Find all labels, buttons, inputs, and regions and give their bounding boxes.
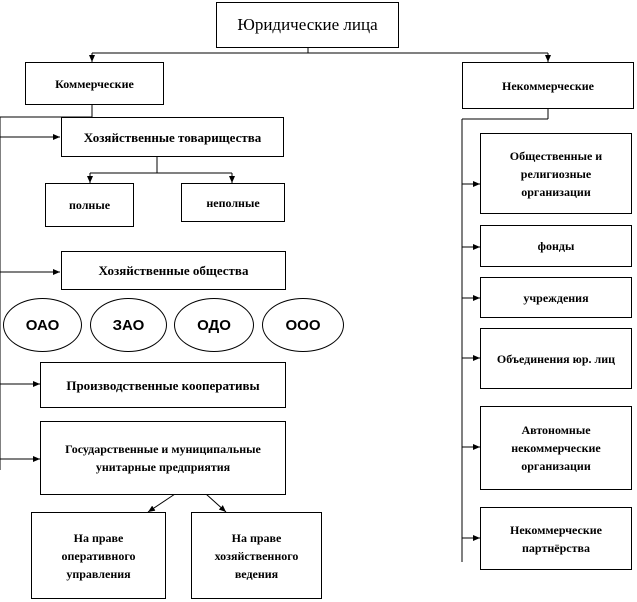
full-partnership-label: полные (68, 198, 111, 212)
commercial-label: Коммерческие (55, 76, 134, 91)
company-type-ellipse: ЗАО (90, 298, 167, 352)
companies-label: Хозяйственные общества (98, 263, 249, 278)
company-type-ellipse: ООО (262, 298, 344, 352)
noncommercial-item-label: фонды (537, 239, 575, 253)
noncommercial-item-label: Объединения юр. лиц (496, 351, 616, 366)
limited-partnership-label: неполные (206, 195, 260, 210)
company-type-ellipse: ОДО (174, 298, 254, 352)
company-type-label: ООО (285, 316, 321, 334)
noncommercial-item-label: Автономные некоммерческие организации (511, 423, 601, 473)
partnerships-node: Хозяйственные товарищества (61, 117, 284, 157)
company-type-label: ОДО (197, 316, 231, 334)
companies-node: Хозяйственные общества (61, 251, 286, 290)
noncommercial-item: Объединения юр. лиц (480, 328, 632, 389)
cooperatives-label: Производственные кооперативы (66, 377, 260, 393)
noncommercial-item: Автономные некоммерческие организации (480, 406, 632, 490)
cooperatives-node: Производственные кооперативы (40, 362, 286, 408)
root-node: Юридические лица (216, 2, 399, 48)
noncommercial-item-label: учреждения (523, 290, 589, 305)
company-type-label: ЗАО (112, 316, 145, 334)
company-type-label: ОАО (25, 316, 60, 334)
operative-management-node: На праве оперативного управления (31, 512, 166, 599)
operative-management-label: На праве оперативного управления (61, 530, 136, 581)
limited-partnership-node: неполные (181, 183, 285, 222)
noncommercial-item-label: Некоммерческие партнёрства (510, 522, 602, 555)
full-partnership-node: полные (45, 183, 134, 227)
noncommercial-item: фонды (480, 225, 632, 267)
noncommercial-item: учреждения (480, 277, 632, 318)
root-label: Юридические лица (237, 15, 378, 34)
noncommercial-label: Некоммерческие (502, 78, 594, 93)
noncommercial-item: Общественные и религиозные организации (480, 133, 632, 214)
economic-management-label: На праве хозяйственного ведения (214, 530, 299, 581)
unitary-label: Государственные и муниципальные унитарны… (65, 442, 261, 474)
noncommercial-item: Некоммерческие партнёрства (480, 507, 632, 570)
economic-management-node: На праве хозяйственного ведения (191, 512, 322, 599)
company-type-ellipse: ОАО (3, 298, 82, 352)
noncommercial-item-label: Общественные и религиозные организации (509, 148, 603, 199)
unitary-node: Государственные и муниципальные унитарны… (40, 421, 286, 495)
noncommercial-node: Некоммерческие (462, 62, 634, 109)
partnerships-label: Хозяйственные товарищества (83, 129, 262, 145)
commercial-node: Коммерческие (25, 62, 164, 105)
